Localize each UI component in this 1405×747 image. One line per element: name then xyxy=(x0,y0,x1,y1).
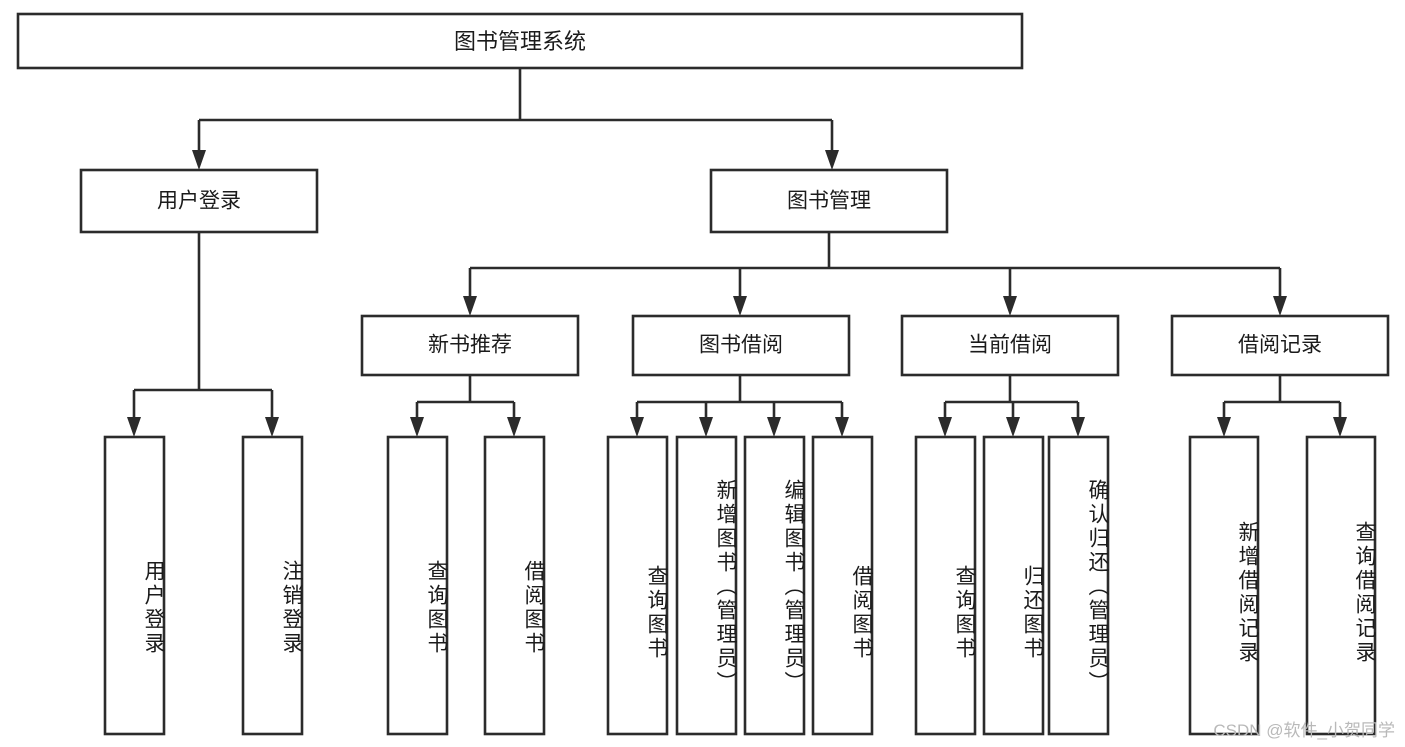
node-book-borrow-label: 图书借阅 xyxy=(699,334,783,357)
leaf-label-borrowrecord-1: 查询借阅记录 xyxy=(1353,520,1376,665)
csdn-watermark: CSDN @软件_小贺同学 xyxy=(1213,721,1395,740)
leaf-box-bookborrow-1[interactable] xyxy=(675,435,738,736)
leaf-label-bookborrow-1: 新增图书（管理员） xyxy=(714,478,737,695)
connector-userlogin-to-leaves xyxy=(127,232,279,437)
leaf-label-currentborrow-2: 确认归还（管理员） xyxy=(1086,478,1109,695)
leaf-box-bookborrow-2[interactable] xyxy=(743,435,806,736)
leaf-label-currentborrow-1: 归还图书 xyxy=(1021,564,1044,661)
leaf-label-borrowrecord-0: 新增借阅记录 xyxy=(1236,520,1259,665)
node-borrow-record-label: 借阅记录 xyxy=(1238,334,1322,357)
leaf-box-user-login-0[interactable] xyxy=(103,435,166,736)
node-user-login[interactable]: 用户登录 xyxy=(79,168,319,234)
leaf-box-currentborrow-1[interactable] xyxy=(982,435,1045,736)
node-root[interactable]: 图书管理系统 xyxy=(16,12,1024,70)
node-book-borrow[interactable]: 图书借阅 xyxy=(631,314,851,377)
node-current-borrow[interactable]: 当前借阅 xyxy=(900,314,1120,377)
leaf-box-newbook-1[interactable] xyxy=(483,435,546,736)
connector-currentborrow-to-leaves xyxy=(938,375,1085,437)
leaf-label-bookborrow-3: 借阅图书 xyxy=(850,564,873,661)
connector-bookborrow-to-leaves xyxy=(630,375,849,437)
node-book-management-label: 图书管理 xyxy=(787,190,871,213)
leaf-box-user-login-1[interactable] xyxy=(241,435,304,736)
node-current-borrow-label: 当前借阅 xyxy=(968,334,1052,357)
leaf-box-bookborrow-0[interactable] xyxy=(606,435,669,736)
leaf-label-user-login-1: 注销登录 xyxy=(280,559,303,656)
leaf-label-bookborrow-2: 编辑图书（管理员） xyxy=(782,478,805,695)
connector-bookmgmt-to-level3 xyxy=(463,232,1287,316)
leaf-label-newbook-1: 借阅图书 xyxy=(522,559,545,656)
node-new-book-recommend[interactable]: 新书推荐 xyxy=(360,314,580,377)
node-borrow-record[interactable]: 借阅记录 xyxy=(1170,314,1390,377)
leaf-box-borrowrecord-0[interactable] xyxy=(1188,435,1260,736)
leaf-box-bookborrow-3[interactable] xyxy=(811,435,874,736)
node-new-book-recommend-label: 新书推荐 xyxy=(428,334,512,357)
node-book-management[interactable]: 图书管理 xyxy=(709,168,949,234)
leaf-label-user-login-0: 用户登录 xyxy=(142,559,165,656)
leaf-box-borrowrecord-1[interactable] xyxy=(1305,435,1377,736)
leaf-label-currentborrow-0: 查询图书 xyxy=(953,564,976,661)
connector-root-to-level2 xyxy=(192,68,839,170)
connector-borrowrecord-to-leaves xyxy=(1217,375,1347,437)
node-user-login-label: 用户登录 xyxy=(157,190,241,213)
leaf-box-currentborrow-0[interactable] xyxy=(914,435,977,736)
connector-newbook-to-leaves xyxy=(410,375,521,437)
node-root-label: 图书管理系统 xyxy=(454,29,586,54)
leaf-box-newbook-0[interactable] xyxy=(386,435,449,736)
leaf-box-currentborrow-2[interactable] xyxy=(1047,435,1110,736)
leaf-label-bookborrow-0: 查询图书 xyxy=(645,564,668,661)
leaf-label-newbook-0: 查询图书 xyxy=(425,559,448,656)
